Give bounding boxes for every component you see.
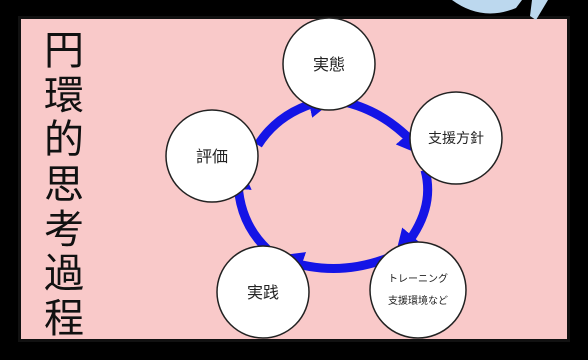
node-support-policy-circle <box>409 91 503 185</box>
title-char: 考 <box>44 206 84 253</box>
title-char: 環 <box>44 72 84 119</box>
title-char: 思 <box>44 161 84 208</box>
node-evaluation-label: 評価 <box>196 147 228 166</box>
node-support-policy-label: 支援方針 <box>428 131 484 147</box>
cycle-arrows <box>222 89 433 280</box>
node-training-label-line1: トレーニング <box>388 272 448 285</box>
node-practice: 実践 <box>216 245 310 339</box>
title-char: 過 <box>44 251 84 298</box>
node-practice-label: 実践 <box>247 283 279 302</box>
arrow-status-to-policy <box>339 96 426 157</box>
node-training-circle <box>369 241 467 339</box>
node-training-label-line2: 支援環境など <box>388 294 448 307</box>
vertical-title: 円 環 的 思 考 過 程 <box>34 30 94 340</box>
node-practice-circle <box>216 245 310 339</box>
title-char: 程 <box>44 295 84 342</box>
node-training: トレーニング 支援環境など <box>369 241 467 339</box>
node-support-policy: 支援方針 <box>409 91 503 185</box>
node-evaluation: 評価 <box>165 109 259 203</box>
node-status: 実態 <box>282 17 376 111</box>
arrow-policy-to-training <box>394 168 433 259</box>
title-char: 円 <box>44 28 84 74</box>
title-char: 的 <box>44 117 84 164</box>
decorative-shape <box>452 0 548 20</box>
node-status-circle <box>282 17 376 111</box>
node-status-label: 実態 <box>313 55 345 74</box>
node-evaluation-circle <box>165 109 259 203</box>
